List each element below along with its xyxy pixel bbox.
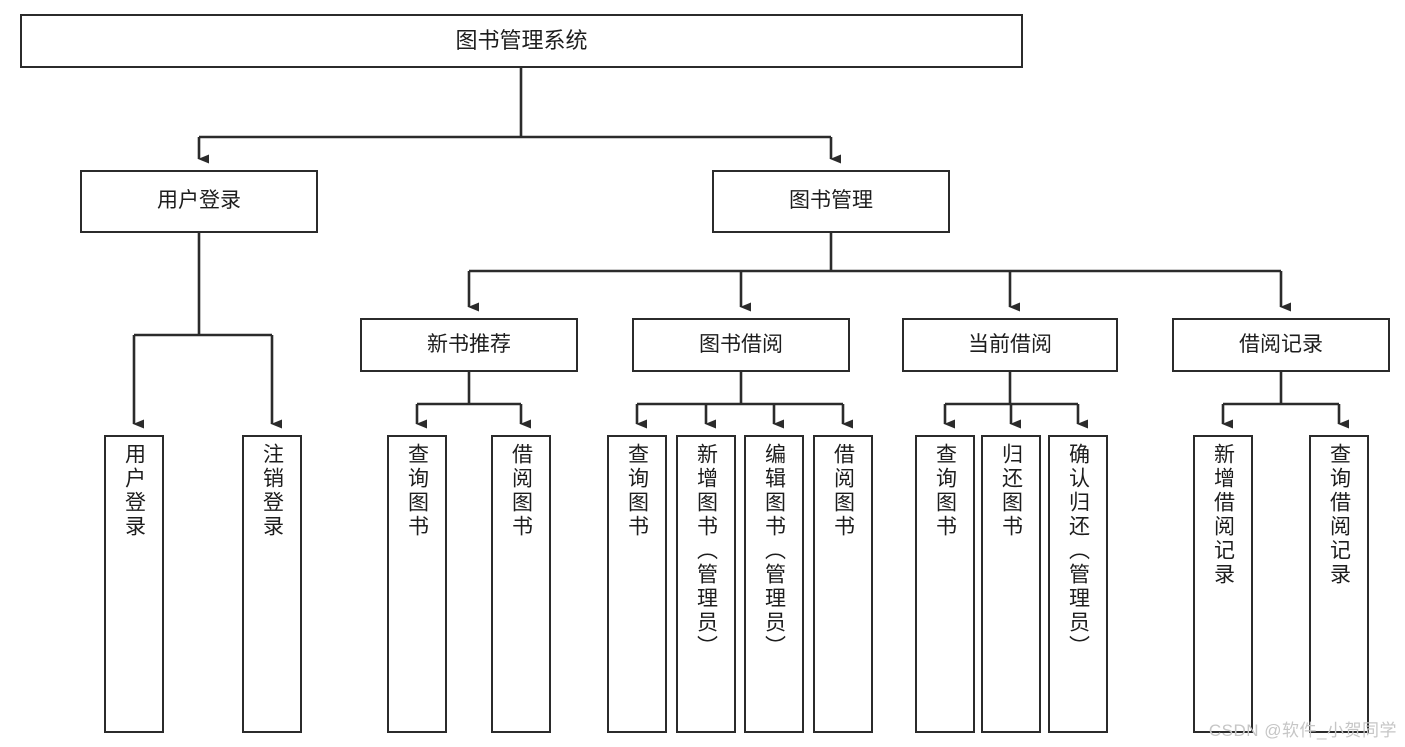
node-label: 新增图书（管理员）: [694, 443, 718, 659]
leaf-book-borrow-3[interactable]: 借阅图书: [813, 435, 873, 733]
node-label: 用户登录: [122, 443, 146, 539]
leaf-new-book-recommend-1[interactable]: 借阅图书: [491, 435, 551, 733]
watermark: CSDN @软件_小贺同学: [1208, 721, 1397, 740]
node-current-borrow[interactable]: 当前借阅: [902, 318, 1118, 372]
node-user-login[interactable]: 用户登录: [80, 170, 318, 233]
node-label: 图书管理: [789, 189, 873, 213]
node-label: 图书管理系统: [455, 28, 588, 54]
leaf-new-book-recommend-0[interactable]: 查询图书: [387, 435, 447, 733]
node-label: 用户登录: [157, 189, 241, 213]
node-new-book-recommend[interactable]: 新书推荐: [360, 318, 578, 372]
node-label: 借阅图书: [831, 443, 855, 539]
node-label: 查询图书: [405, 443, 429, 539]
node-label: 编辑图书（管理员）: [762, 443, 786, 659]
leaf-current-borrow-2[interactable]: 确认归还（管理员）: [1048, 435, 1108, 733]
node-label: 当前借阅: [968, 332, 1052, 356]
leaf-user-login-0[interactable]: 用户登录: [104, 435, 164, 733]
leaf-current-borrow-1[interactable]: 归还图书: [981, 435, 1041, 733]
node-label: 借阅图书: [509, 443, 533, 539]
leaf-borrow-record-0[interactable]: 新增借阅记录: [1193, 435, 1253, 733]
leaf-book-borrow-2[interactable]: 编辑图书（管理员）: [744, 435, 804, 733]
leaf-book-borrow-0[interactable]: 查询图书: [607, 435, 667, 733]
node-label: 借阅记录: [1239, 332, 1323, 356]
node-label: 注销登录: [260, 443, 284, 539]
node-label: 查询图书: [625, 443, 649, 539]
node-borrow-record[interactable]: 借阅记录: [1172, 318, 1390, 372]
node-book-borrow[interactable]: 图书借阅: [632, 318, 850, 372]
leaf-user-login-1[interactable]: 注销登录: [242, 435, 302, 733]
node-label: 查询图书: [933, 443, 957, 539]
node-label: 查询借阅记录: [1327, 443, 1351, 587]
node-book-management[interactable]: 图书管理: [712, 170, 950, 233]
node-label: 新书推荐: [427, 332, 511, 356]
leaf-current-borrow-0[interactable]: 查询图书: [915, 435, 975, 733]
node-root-library-management-system[interactable]: 图书管理系统: [20, 14, 1023, 68]
node-label: 图书借阅: [699, 332, 783, 356]
node-label: 新增借阅记录: [1211, 443, 1235, 587]
leaf-book-borrow-1[interactable]: 新增图书（管理员）: [676, 435, 736, 733]
node-label: 确认归还（管理员）: [1066, 443, 1090, 659]
node-label: 归还图书: [999, 443, 1023, 539]
leaf-borrow-record-1[interactable]: 查询借阅记录: [1309, 435, 1369, 733]
